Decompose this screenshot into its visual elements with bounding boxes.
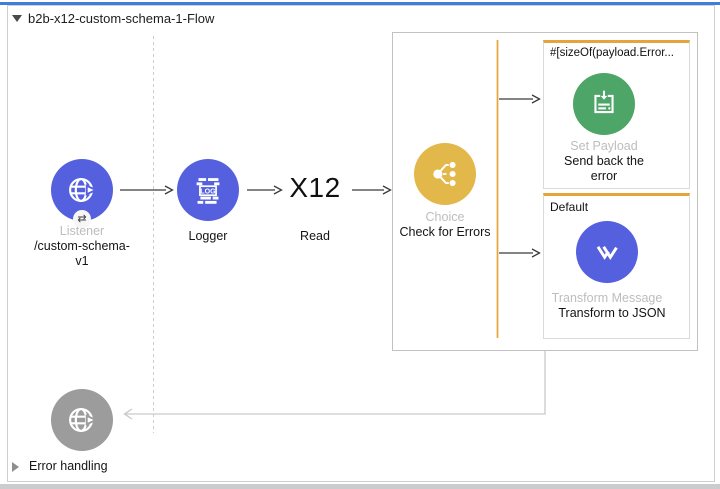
window-bottom-edge xyxy=(0,484,720,489)
set-payload-node[interactable]: Set Payload Send back the error xyxy=(544,73,664,184)
choice-node[interactable]: Choice Check for Errors xyxy=(385,143,505,240)
listener-node[interactable]: ⇄ Listener /custom-schema-v1 xyxy=(22,159,142,269)
when-branch-box[interactable]: #[sizeOf(payload.Error... xyxy=(543,40,690,189)
set-payload-icon xyxy=(594,90,614,114)
choice-router-icon xyxy=(433,161,456,187)
x12-symbol: X12 xyxy=(289,172,341,203)
return-endpoint-circle[interactable] xyxy=(51,389,113,451)
transform-type-label: Transform Message xyxy=(551,291,663,305)
x12-name-label: Read xyxy=(300,229,330,243)
choice-circle[interactable] xyxy=(414,143,476,205)
set-payload-circle[interactable] xyxy=(573,73,635,135)
logger-icon: LOG xyxy=(196,178,220,204)
x12-read-node[interactable]: X12 Read xyxy=(255,173,375,244)
flow-selection-highlight xyxy=(0,2,720,5)
set-payload-name-label: Send back the error xyxy=(564,154,644,183)
choice-type-label: Choice xyxy=(425,210,465,224)
transform-message-node[interactable]: Transform Message Transform to JSON xyxy=(547,221,667,321)
logger-circle[interactable]: LOG xyxy=(177,159,239,221)
return-endpoint-node[interactable] xyxy=(22,389,142,451)
logger-name-label: Logger xyxy=(188,229,228,243)
choice-name-label: Check for Errors xyxy=(399,225,491,239)
listener-circle[interactable]: ⇄ xyxy=(51,159,113,228)
http-globe-gray-icon xyxy=(69,407,98,433)
http-globe-icon xyxy=(69,177,98,203)
exchange-badge-icon: ⇄ xyxy=(73,210,91,228)
transform-circle[interactable] xyxy=(576,221,638,283)
log-icon-text: LOG xyxy=(200,187,216,195)
set-payload-type-label: Set Payload xyxy=(570,139,638,153)
flow-collapse-icon[interactable] xyxy=(12,15,22,22)
error-handling-expand-icon[interactable] xyxy=(12,462,19,472)
flow-title: b2b-x12-custom-schema-1-Flow xyxy=(28,11,215,26)
transform-name-label: Transform to JSON xyxy=(558,306,666,320)
when-condition-label: #[sizeOf(payload.Error... xyxy=(550,47,674,59)
listener-type-label: Listener xyxy=(59,224,105,238)
default-branch-label: Default xyxy=(550,200,589,214)
listener-name-label: /custom-schema-v1 xyxy=(34,239,130,268)
logger-node[interactable]: LOG Logger xyxy=(148,159,268,244)
dataweave-icon xyxy=(596,245,618,260)
error-handling-label: Error handling xyxy=(29,459,108,473)
